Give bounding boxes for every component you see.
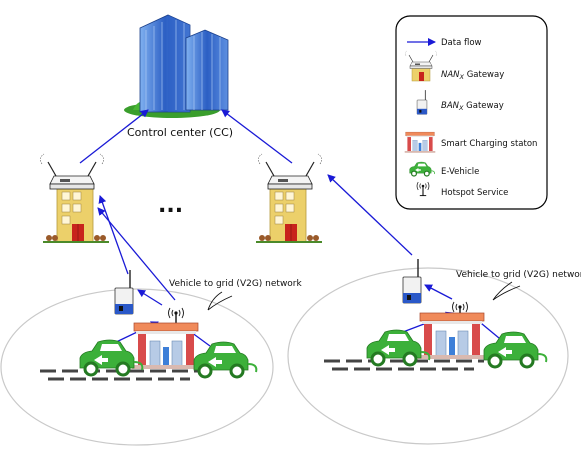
legend-box <box>395 15 548 210</box>
legend-nan-name: NAN <box>441 70 460 80</box>
v2g-callout-left <box>207 291 233 311</box>
v2g-network-left-boundary <box>0 288 274 446</box>
legend-nan-rest: Gateway <box>464 70 504 80</box>
legend-nan-gateway-icon <box>404 50 438 82</box>
legend-ban-rest: Gateway <box>463 101 503 111</box>
hotspot-icon-left <box>167 307 185 326</box>
charging-station-icon-left <box>131 322 201 370</box>
control-center-label: Control center (CC) <box>127 126 233 139</box>
v2g-label-right: Vehicle to grid (V2G) network <box>456 270 581 280</box>
v2g-label-left: Vehicle to grid (V2G) network <box>169 279 303 289</box>
legend-e-vehicle-label: E-Vehicle <box>441 167 479 177</box>
legend-nan-gateway-label: NANX Gateway <box>441 70 504 81</box>
data-flow-arrow <box>79 109 149 164</box>
legend-hotspot-label: Hotspot Service <box>441 188 508 198</box>
data-flow-arrow <box>424 284 453 300</box>
data-flow-arrow <box>137 289 163 306</box>
ban-gateway-icon-left <box>114 269 134 315</box>
v2g-callout-right <box>492 281 521 301</box>
legend-charging-station-label: Smart Charging staton <box>441 139 537 149</box>
legend-nan-sub: X <box>459 73 465 81</box>
control-center-icon <box>124 14 229 118</box>
data-flow-arrow <box>327 174 413 256</box>
house-icon-right <box>255 185 323 243</box>
data-flow-arrow <box>221 109 293 164</box>
data-flow-arrow <box>98 195 129 275</box>
ellipsis-label: ... <box>158 193 183 218</box>
house-icon-left <box>42 185 110 243</box>
nan-gateway-icon-right <box>257 153 323 190</box>
legend-ban-gateway-label: BANX Gateway <box>441 101 504 112</box>
ban-gateway-icon-right <box>402 258 422 304</box>
legend-data-flow-label: Data flow <box>441 38 482 48</box>
v2g-network-right-boundary <box>287 267 569 445</box>
legend-ban-name: BAN <box>441 101 460 111</box>
legend: Data flow NANX Gateway BANX Gateway Smar… <box>395 15 548 210</box>
legend-ban-sub: X <box>458 104 464 112</box>
charging-station-icon-right <box>417 312 487 360</box>
e-vehicle-icon-left-2 <box>192 340 258 379</box>
nan-gateway-icon-left <box>39 153 105 190</box>
data-flow-arrow <box>97 207 176 301</box>
e-vehicle-icon-right-2 <box>482 330 548 369</box>
